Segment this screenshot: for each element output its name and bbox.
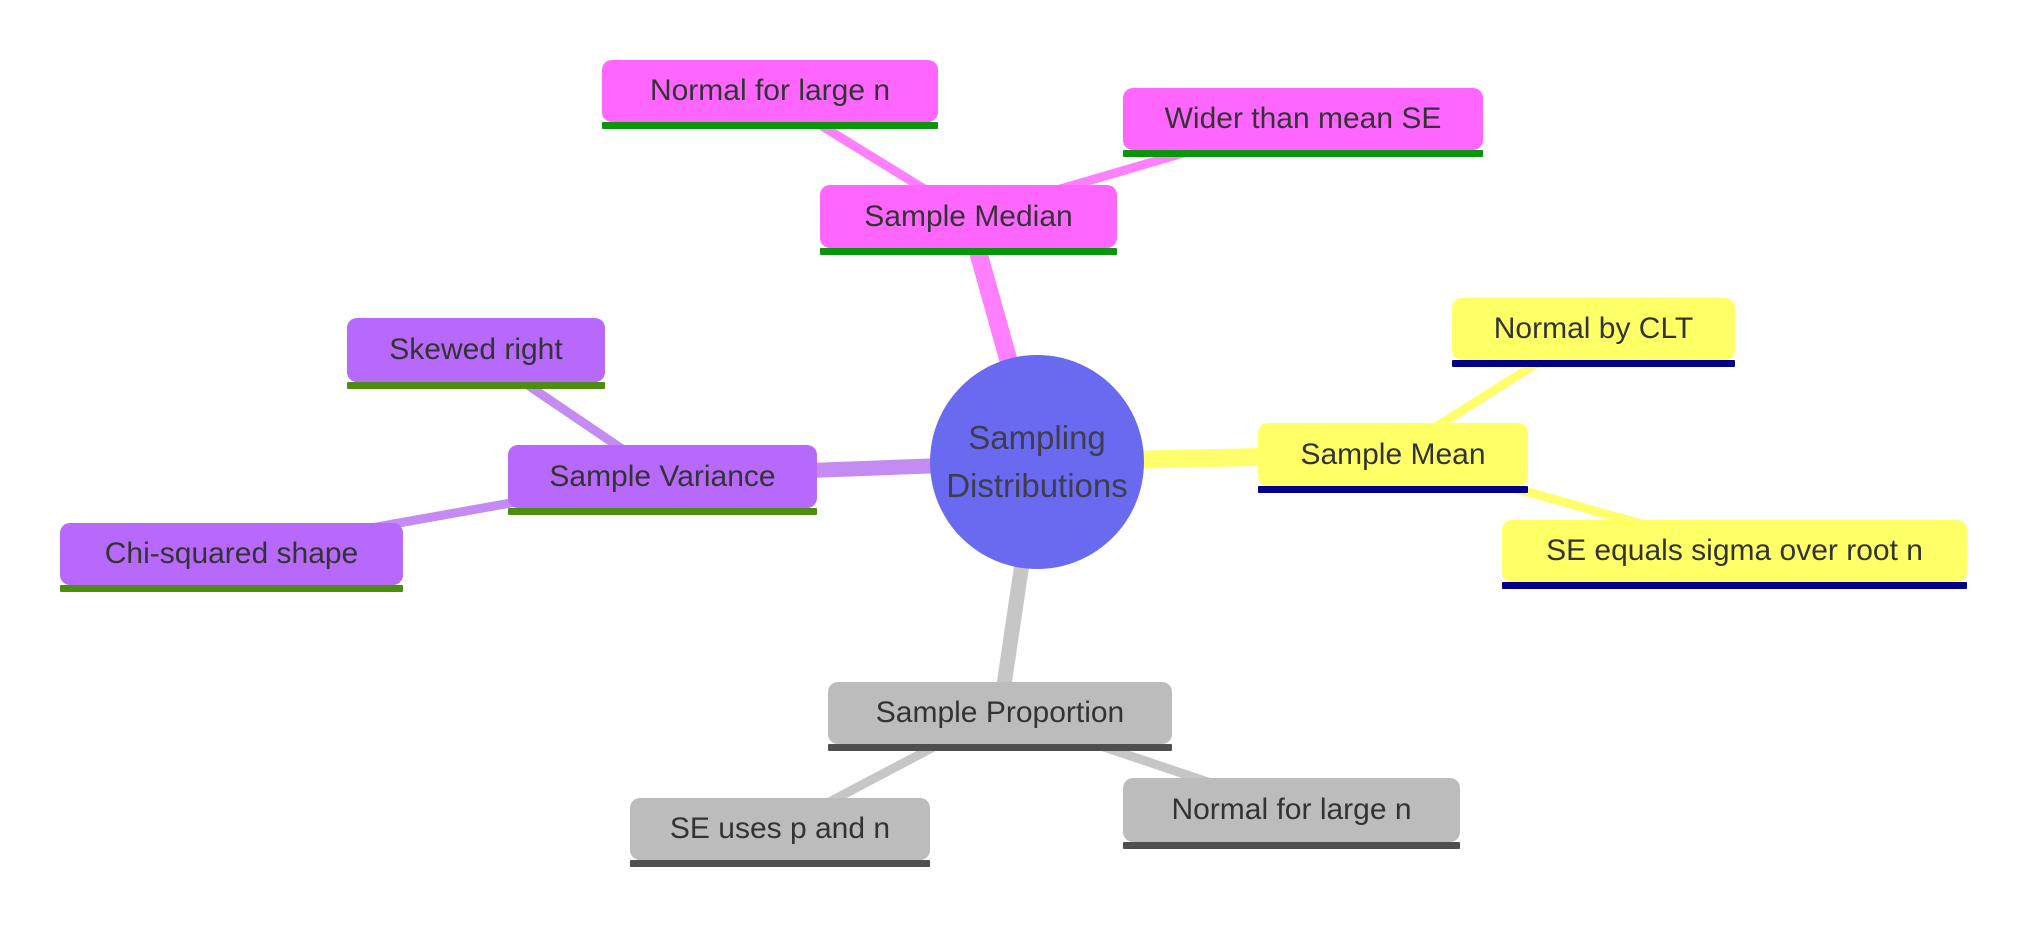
node-variance-skewed-right[interactable]: Skewed right	[347, 318, 605, 389]
node-label: Normal by CLT	[1493, 312, 1694, 345]
node-sample-median[interactable]: Sample Median	[820, 185, 1117, 255]
node-underline	[1258, 486, 1528, 493]
center-node-sampling-distributions[interactable]: Sampling Distributions	[930, 355, 1144, 569]
node-proportion-normal-for-large-n[interactable]: Normal for large n	[1123, 778, 1460, 849]
node-label: Sample Variance	[549, 459, 776, 493]
node-sample-proportion[interactable]: Sample Proportion	[828, 682, 1172, 751]
node-median-normal-for-large-n[interactable]: Normal for large n	[602, 60, 938, 129]
node-underline	[820, 248, 1117, 255]
node-sample-mean[interactable]: Sample Mean	[1258, 423, 1528, 493]
node-underline	[1452, 360, 1735, 367]
node-underline	[1123, 150, 1483, 157]
node-label: SE equals sigma over root n	[1546, 534, 1923, 567]
node-underline	[1123, 842, 1460, 849]
node-label: Sample Median	[864, 199, 1073, 233]
node-label: Normal for large n	[649, 74, 891, 107]
node-underline	[602, 122, 938, 129]
node-label: Chi-squared shape	[104, 537, 359, 570]
center-label-line2: Distributions	[946, 467, 1128, 504]
node-mean-normal-by-clt[interactable]: Normal by CLT	[1452, 298, 1735, 367]
node-label: Sample Mean	[1300, 437, 1486, 471]
node-variance-chi-squared-shape[interactable]: Chi-squared shape	[60, 523, 403, 592]
node-label: Skewed right	[389, 333, 563, 366]
node-sample-variance[interactable]: Sample Variance	[508, 445, 817, 515]
node-label: Sample Proportion	[875, 696, 1125, 729]
center-label-line1: Sampling	[968, 419, 1106, 456]
node-underline	[828, 744, 1172, 751]
node-underline	[508, 508, 817, 515]
node-underline	[1502, 582, 1967, 589]
node-underline	[60, 585, 403, 592]
node-underline	[347, 382, 605, 389]
node-underline	[630, 860, 930, 867]
node-label: Wider than mean SE	[1164, 102, 1442, 135]
node-proportion-se-uses-p-and-n[interactable]: SE uses p and n	[630, 798, 930, 867]
node-median-wider-than-mean-se[interactable]: Wider than mean SE	[1123, 88, 1483, 157]
node-label: SE uses p and n	[669, 812, 891, 845]
node-label: Normal for large n	[1171, 793, 1412, 826]
node-mean-se-equals-sigma-over-root-n[interactable]: SE equals sigma over root n	[1502, 520, 1967, 589]
